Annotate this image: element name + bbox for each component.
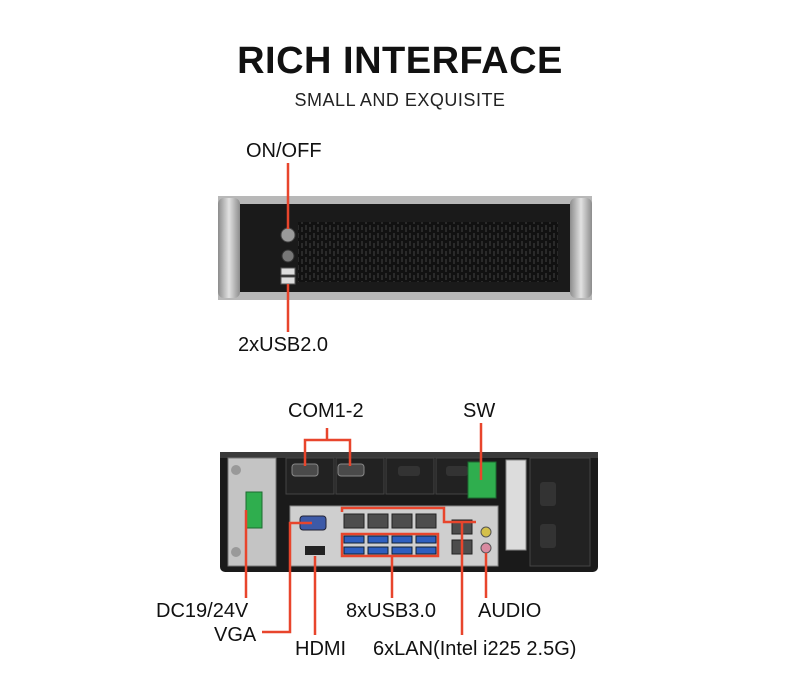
- usb2-port-1: [280, 267, 296, 276]
- page-title: RICH INTERFACE: [237, 40, 563, 82]
- lan-port-3: [391, 513, 413, 529]
- callout-box-lan: [340, 506, 476, 524]
- label-vga: VGA: [214, 624, 257, 646]
- label-usb2: 2xUSB2.0: [238, 334, 329, 356]
- label-dc: DC19/24V: [156, 600, 249, 622]
- front-vent-grille: [298, 222, 558, 282]
- lan-port-2: [367, 513, 389, 529]
- callout-box-usb3: [340, 532, 440, 558]
- label-on-off: ON/OFF: [246, 140, 322, 162]
- front-panel: [218, 196, 592, 300]
- label-com: COM1-2: [288, 400, 364, 422]
- hdmi-port: [305, 546, 325, 555]
- usb2-port-2: [280, 276, 296, 285]
- power-button: [280, 227, 296, 243]
- callout-line-vga: [262, 521, 312, 634]
- lan-port-1: [343, 513, 365, 529]
- right-handle: [570, 198, 592, 298]
- page-subtitle: SMALL AND EXQUISITE: [294, 90, 506, 110]
- audio-jack-2: [480, 542, 492, 554]
- rear-panel: [220, 452, 598, 572]
- dc-terminal: [245, 491, 263, 529]
- lan-port-4: [415, 513, 437, 529]
- label-lan: 6xLAN(Intel i225 2.5G): [373, 638, 577, 660]
- left-handle: [218, 198, 240, 298]
- audio-jack-1: [480, 526, 492, 538]
- label-sw: SW: [463, 400, 496, 422]
- label-usb3: 8xUSB3.0: [346, 600, 437, 622]
- label-hdmi: HDMI: [295, 638, 347, 660]
- label-audio: AUDIO: [478, 600, 542, 622]
- reset-button: [281, 249, 295, 263]
